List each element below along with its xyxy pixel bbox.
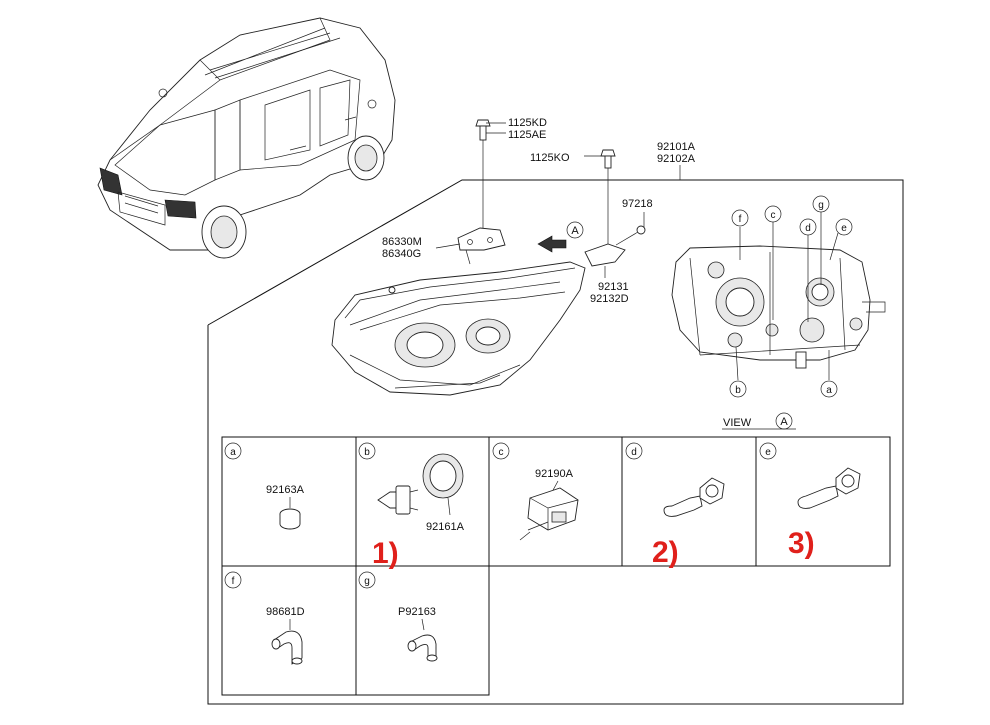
rear-callout-f: f	[731, 209, 749, 227]
elbow-hose-icon	[271, 630, 303, 665]
rear-callout-d: d	[799, 218, 817, 236]
svg-text:c: c	[771, 210, 776, 221]
vehicle-illustration	[97, 17, 396, 259]
label-92101A: 92101A	[657, 141, 696, 153]
label-1125AE: 1125AE	[508, 129, 546, 141]
elbow-hose-icon	[407, 634, 438, 662]
svg-text:g: g	[818, 200, 824, 211]
exploded-frame	[207, 179, 904, 705]
label-86340G: 86340G	[382, 248, 421, 260]
marker-1: 1)	[372, 537, 399, 570]
headlamp-rear	[671, 245, 886, 369]
view-ref: A	[780, 416, 788, 428]
parts-grid	[221, 436, 891, 696]
cell-a-part: 92163A	[266, 484, 305, 496]
amber-bulb-icon	[797, 467, 861, 509]
screw-97218	[615, 212, 646, 246]
cell-e: e 3)	[759, 442, 861, 560]
marker-3: 3)	[788, 527, 815, 560]
screw-1125KO	[584, 149, 616, 245]
amber-bulb-icon	[663, 477, 725, 517]
svg-text:d: d	[631, 447, 637, 458]
cell-a: a 92163A	[224, 442, 305, 530]
svg-text:e: e	[841, 223, 847, 234]
socket-harness-icon	[519, 487, 579, 541]
svg-text:f: f	[232, 576, 235, 587]
label-1125KO: 1125KO	[530, 152, 570, 164]
bracket-92131	[584, 243, 626, 278]
svg-text:d: d	[805, 223, 811, 234]
cell-g-part: P92163	[398, 606, 436, 618]
label-92131: 92131	[598, 281, 629, 293]
svg-text:b: b	[364, 447, 370, 458]
view-arrow-a-label: A	[571, 225, 579, 237]
rear-callout-b: b	[729, 380, 747, 398]
label-86330M: 86330M	[382, 236, 422, 248]
screw-1125KD	[475, 119, 506, 228]
label-1125KD: 1125KD	[508, 117, 547, 129]
bulb-cover-icon	[422, 453, 464, 516]
cell-b: b 92161A 1)	[358, 442, 465, 570]
cell-f: f 98681D	[224, 571, 305, 665]
label-97218: 97218	[622, 198, 653, 210]
label-92132D: 92132D	[590, 293, 629, 305]
svg-text:a: a	[230, 447, 236, 458]
cell-b-part: 92161A	[426, 521, 465, 533]
rear-callout-e: e	[835, 218, 853, 236]
cell-f-part: 98681D	[266, 606, 305, 618]
svg-text:e: e	[765, 447, 771, 458]
cell-d: d 2)	[625, 442, 725, 569]
svg-text:g: g	[364, 576, 370, 587]
view-a-label: VIEW A	[722, 412, 796, 430]
rear-callout-g: g	[812, 195, 830, 213]
marker-2: 2)	[652, 536, 679, 569]
svg-text:b: b	[735, 385, 741, 396]
view-arrow-a: A	[537, 221, 584, 253]
rear-callout-c: c	[764, 205, 782, 223]
rear-callout-a: a	[820, 380, 838, 398]
part-labels: 1125KD 1125AE 1125KO 92101A 92102A 97218…	[382, 117, 696, 305]
cell-c-part: 92190A	[535, 468, 574, 480]
svg-text:a: a	[826, 385, 832, 396]
svg-text:c: c	[499, 447, 504, 458]
label-92102A: 92102A	[657, 153, 696, 165]
headlamp-front	[331, 261, 586, 396]
cell-c: c 92190A	[492, 442, 579, 541]
cell-g: g P92163	[358, 571, 438, 662]
svg-text:f: f	[739, 214, 742, 225]
rear-callout-leaders	[735, 212, 839, 381]
view-label: VIEW	[723, 417, 752, 429]
bracket-86330M	[435, 227, 506, 265]
h4-bulb-icon	[377, 485, 419, 515]
